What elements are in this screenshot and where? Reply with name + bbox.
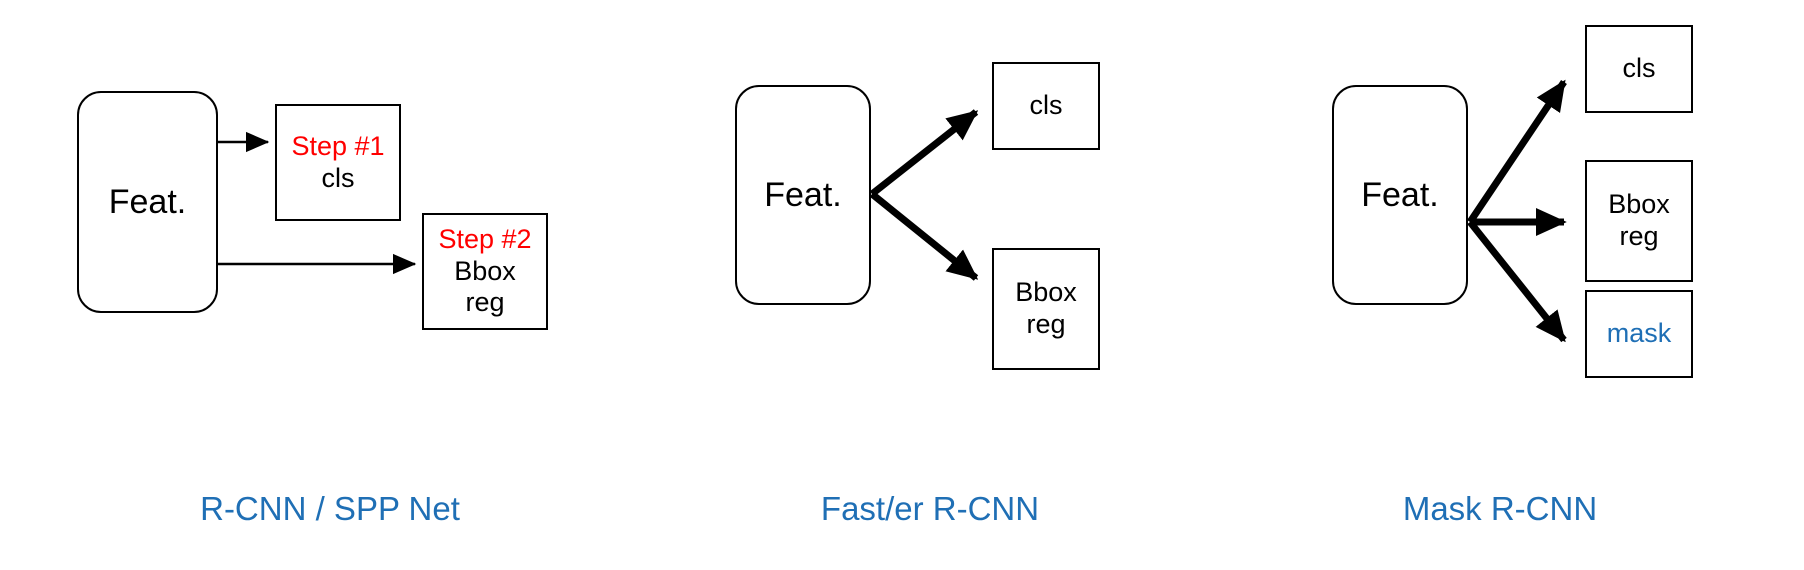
panel-3-arrows	[1467, 79, 1567, 343]
panel-caption-rcnn-spp: R-CNN / SPP Net	[200, 490, 460, 527]
output-text-line-1: cls	[1029, 90, 1063, 121]
feature-box-label: Feat.	[1361, 176, 1439, 214]
output-box-mask-panel3: mask	[1585, 290, 1693, 378]
output-text-line-1: mask	[1606, 318, 1672, 349]
output-box-cls-panel3: cls	[1585, 25, 1693, 113]
arrow-feat-to-cls	[1467, 79, 1567, 224]
output-text-line-1: Bbox	[454, 255, 516, 286]
arrow-feat-to-mask	[1467, 219, 1567, 343]
arrow-feat-to-bbox	[869, 191, 979, 281]
output-text-line-1: cls	[1622, 53, 1656, 84]
panel-caption-mask-rcnn: Mask R-CNN	[1402, 490, 1598, 527]
panel-caption-fast-er-rcnn: Fast/er R-CNN	[820, 490, 1040, 527]
feature-box-panel1: Feat.	[77, 91, 218, 313]
output-box-cls-panel2: cls	[992, 62, 1100, 150]
output-box-bbox-panel2: Bbox reg	[992, 248, 1100, 370]
feature-box-panel3: Feat.	[1332, 85, 1468, 305]
output-text-line-2: reg	[465, 287, 505, 318]
output-step-label: Step #2	[438, 223, 532, 254]
output-box-bbox-panel1: Step #2 Bbox reg	[422, 213, 548, 330]
output-text-line-1: Bbox	[1608, 189, 1670, 220]
output-text-line-1: Bbox	[1015, 277, 1077, 308]
output-text-line-2: reg	[1619, 221, 1659, 251]
feature-box-panel2: Feat.	[735, 85, 871, 305]
feature-box-label: Feat.	[108, 183, 187, 221]
arrow-feat-to-cls	[869, 109, 979, 197]
output-text-line-2: reg	[1026, 309, 1066, 339]
panel-2-arrows	[869, 109, 979, 281]
feature-box-label: Feat.	[764, 176, 842, 214]
output-text-line-1: cls	[321, 162, 355, 193]
output-box-cls-panel1: Step #1 cls	[275, 104, 401, 221]
output-step-label: Step #1	[291, 130, 385, 161]
output-box-bbox-panel3: Bbox reg	[1585, 160, 1693, 282]
